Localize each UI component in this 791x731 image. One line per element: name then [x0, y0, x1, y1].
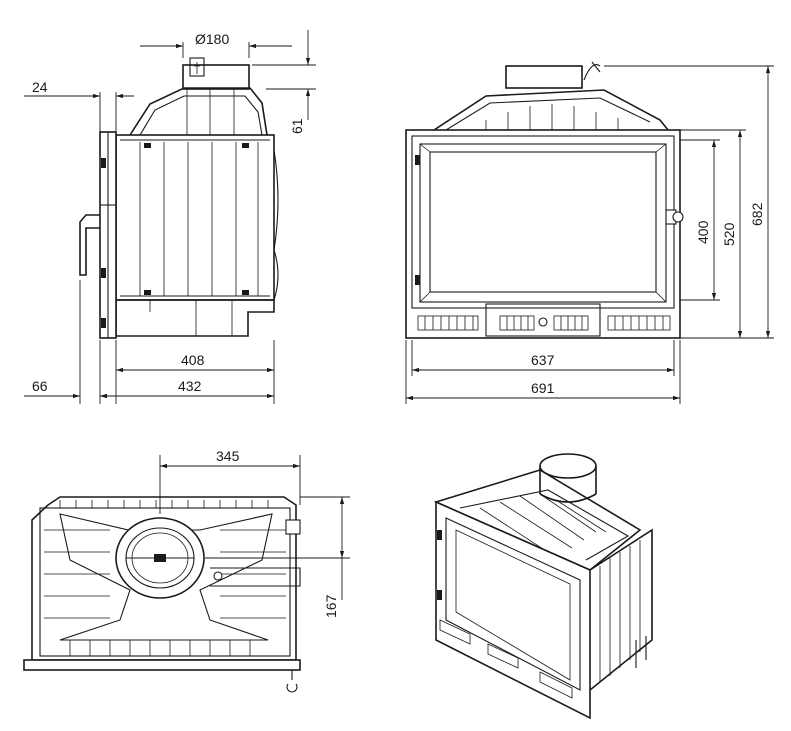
dim-flue-center-y: 167 — [323, 594, 339, 618]
top-base-rail — [23, 659, 301, 693]
iso-flue — [539, 453, 597, 503]
top-flue-ring — [115, 517, 205, 599]
dim-top-offset: 24 — [32, 79, 48, 95]
iso-front-frame — [435, 500, 591, 720]
top-handle — [210, 519, 301, 587]
dim-body-depth: 408 — [181, 352, 205, 368]
front-hood — [433, 89, 669, 131]
dim-body-height: 520 — [721, 222, 737, 246]
iso-air-vents — [439, 619, 573, 699]
top-ribs — [44, 529, 286, 656]
side-base — [115, 299, 275, 337]
dim-glass-height: 400 — [695, 220, 711, 244]
dim-flue-diameter: Ø180 — [195, 31, 229, 47]
dim-overall-height: 682 — [749, 202, 765, 226]
side-view: Ø180 24 61 408 432 66 — [24, 30, 316, 404]
side-body — [115, 134, 279, 301]
side-hood — [129, 87, 268, 136]
dim-flue-center-x: 345 — [216, 448, 240, 464]
front-glass — [419, 143, 667, 303]
front-air-controls — [417, 303, 671, 337]
front-flue-collar — [505, 61, 601, 89]
dim-flue-height: 61 — [289, 118, 305, 134]
side-dimensions: Ø180 24 61 408 432 66 — [24, 30, 316, 404]
iso-view — [433, 453, 653, 720]
dim-overall-depth: 432 — [178, 378, 202, 394]
front-hinges — [415, 155, 684, 285]
top-baffle — [59, 513, 273, 641]
iso-side-body — [589, 528, 653, 691]
side-flue-collar — [182, 57, 250, 90]
dim-glass-width: 637 — [531, 352, 555, 368]
front-view: 637 691 400 520 682 — [405, 61, 774, 404]
top-view: 345 167 — [23, 448, 350, 693]
side-door-frame — [99, 131, 117, 339]
front-dimensions: 637 691 400 520 682 — [405, 65, 774, 404]
dim-door-offset: 66 — [32, 378, 48, 394]
top-dimensions: 345 167 — [159, 448, 350, 618]
side-door-handle — [79, 204, 116, 276]
dim-overall-width: 691 — [531, 380, 555, 396]
